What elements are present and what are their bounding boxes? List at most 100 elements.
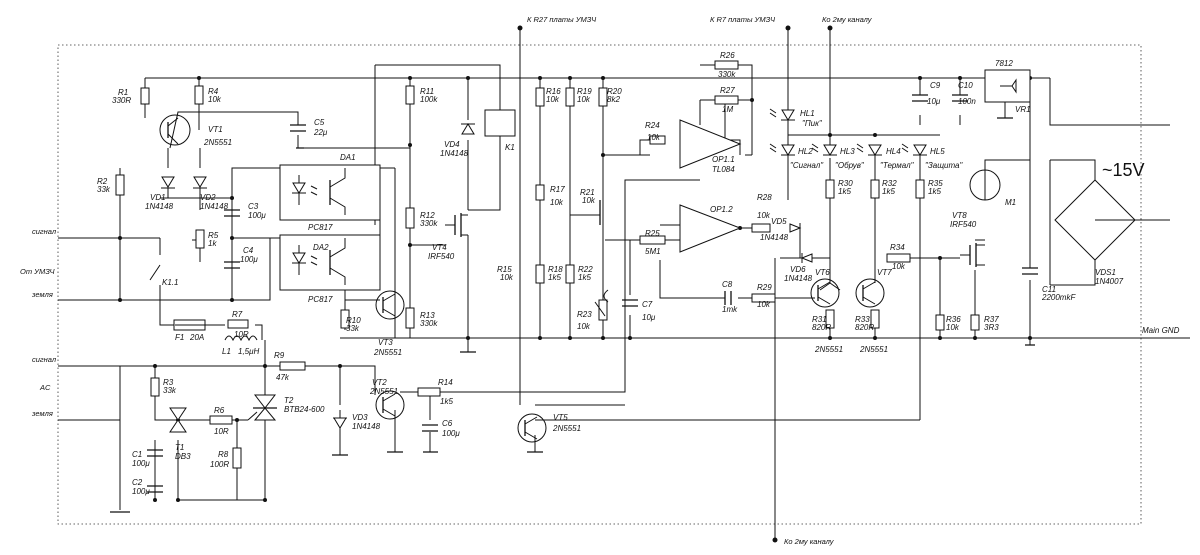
ref-c2: C2 — [132, 478, 143, 487]
val-c3: 100μ — [248, 211, 266, 220]
note-ch2-top: Ко 2му каналу — [822, 15, 873, 24]
val-r23: 10k — [577, 322, 591, 331]
ref-c11: C11 — [1042, 285, 1056, 294]
ref-r36: R36 — [946, 315, 961, 324]
ref-vd2: VD2 — [200, 193, 216, 202]
ref-r8: R8 — [218, 450, 229, 459]
val-r3: 33k — [163, 386, 177, 395]
val-vd1: 1N4148 — [145, 202, 174, 211]
ref-hl1: HL1 — [800, 109, 815, 118]
ref-c8: C8 — [722, 280, 733, 289]
ref-r1: R1 — [118, 88, 128, 97]
val-vds1: 1N4007 — [1095, 277, 1124, 286]
val-vt5: 2N5551 — [552, 424, 581, 433]
ref-r15: R15 — [497, 265, 512, 274]
io-signal2: сигнал — [32, 355, 57, 364]
mosfets — [445, 213, 985, 267]
val-r16: 10k — [546, 95, 560, 104]
val-r32: 1k5 — [882, 187, 895, 196]
io-signal1: сигнал — [32, 227, 57, 236]
val-da2: PC817 — [308, 295, 333, 304]
ref-r16: R16 — [546, 87, 561, 96]
relay-coil-k1 — [484, 109, 516, 137]
ref-vd5: VD5 — [771, 217, 787, 226]
ref-r21: R21 — [580, 188, 595, 197]
val-r20: 8k2 — [607, 95, 620, 104]
ref-r30: R30 — [838, 179, 853, 188]
ref-r12: R12 — [420, 211, 435, 220]
ref-op11: OP1.1 — [712, 155, 735, 164]
ref-c3: C3 — [248, 202, 259, 211]
ref-vt1: VT1 — [208, 125, 223, 134]
ref-op12: OP1.2 — [710, 205, 733, 214]
leds — [769, 108, 927, 156]
val-t2: BTB24-600 — [284, 405, 325, 414]
ref-r6: R6 — [214, 406, 225, 415]
val-l1: 1,5μH — [238, 347, 260, 356]
ref-vd1: VD1 — [150, 193, 166, 202]
ref-vr1: VR1 — [1015, 105, 1031, 114]
ref-r4: R4 — [208, 87, 219, 96]
ref-vd6: VD6 — [790, 265, 806, 274]
ref-hl4: HL4 — [886, 147, 901, 156]
ref-r11: R11 — [420, 87, 434, 96]
ref-r27: R27 — [720, 86, 735, 95]
ref-f1: F1 — [175, 333, 184, 342]
val-op11: TL084 — [712, 165, 735, 174]
ref-r14: R14 — [438, 378, 453, 387]
val-c4: 100μ — [240, 255, 258, 264]
val-r8: 100R — [210, 460, 229, 469]
motor-m1 — [969, 169, 1001, 201]
io-ac: AC — [39, 383, 51, 392]
val-c7: 10μ — [642, 313, 656, 322]
transistors — [159, 114, 885, 443]
ref-r33: R33 — [855, 315, 870, 324]
val-c11: 2200mkF — [1041, 293, 1076, 302]
val-r30: 1k5 — [838, 187, 851, 196]
ref-t1: T1 — [175, 443, 184, 452]
val-t1: DB3 — [175, 452, 191, 461]
ref-t2: T2 — [284, 396, 294, 405]
val-c5: 22μ — [313, 128, 328, 137]
val-vt3: 2N5551 — [373, 348, 402, 357]
supply-voltage-label: ~15V — [1102, 160, 1145, 180]
ref-vt5: VT5 — [553, 413, 568, 422]
ref-vd4: VD4 — [444, 140, 460, 149]
ref-r24: R24 — [645, 121, 660, 130]
ref-c7: C7 — [642, 300, 653, 309]
val-r27: 1M — [722, 105, 733, 114]
val-r21: 10k — [582, 196, 596, 205]
val-r17: 10k — [550, 198, 564, 207]
val-r28: 10k — [757, 211, 771, 220]
ref-k11: K1.1 — [162, 278, 178, 287]
val-r15: 10k — [500, 273, 514, 282]
ref-vt8: VT8 — [952, 211, 967, 220]
ref-r20: R20 — [607, 87, 622, 96]
ground-symbols — [110, 117, 1035, 513]
ref-r29: R29 — [757, 283, 772, 292]
ref-r13: R13 — [420, 311, 435, 320]
note-r27-umzch: К R27 платы УМЗЧ — [527, 15, 597, 24]
ref-vds1: VDS1 — [1095, 268, 1116, 277]
ref-r25: R25 — [645, 229, 660, 238]
val-r19: 10k — [577, 95, 591, 104]
val-c8: 1mk — [722, 305, 738, 314]
val-hl5: "Защита" — [925, 161, 963, 170]
val-r4: 10k — [208, 95, 222, 104]
val-r36: 10k — [946, 323, 960, 332]
board-frame — [57, 44, 1142, 525]
val-hl3: "Обрув" — [835, 161, 865, 170]
val-r10: 33k — [346, 324, 360, 333]
val-vt8: IRF540 — [950, 220, 977, 229]
ref-r35: R35 — [928, 179, 943, 188]
ref-c6: C6 — [442, 419, 453, 428]
ref-7812: 7812 — [995, 59, 1013, 68]
ref-r32: R32 — [882, 179, 897, 188]
ref-l1: L1 — [222, 347, 231, 356]
val-vd2: 1N4148 — [200, 202, 229, 211]
ref-da1: DA1 — [340, 153, 356, 162]
potentiometers — [192, 239, 609, 317]
inductor-l1 — [224, 335, 258, 342]
val-hl1: "Пик" — [802, 119, 823, 128]
